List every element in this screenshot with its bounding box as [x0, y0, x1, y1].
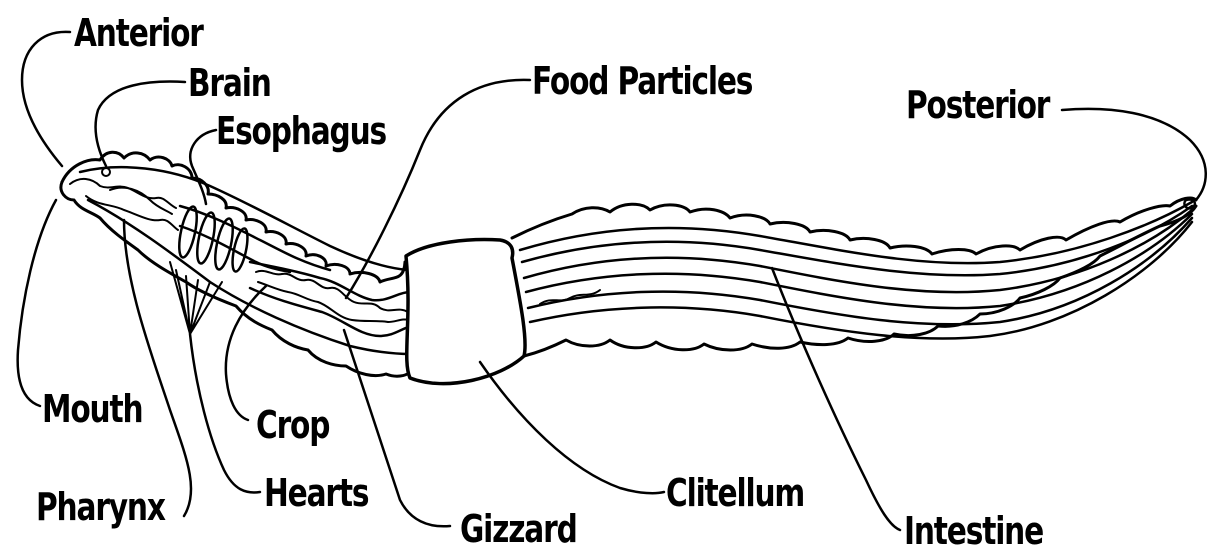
label-food-particles: Food Particles [532, 62, 752, 100]
mouth-squiggle [70, 179, 176, 208]
leader-anterior [22, 32, 70, 166]
label-hearts: Hearts [264, 474, 368, 512]
label-intestine: Intestine [904, 512, 1043, 550]
label-brain: Brain [188, 64, 271, 102]
label-clitellum: Clitellum [666, 474, 804, 512]
label-gizzard: Gizzard [460, 510, 577, 548]
leader-posterior [1062, 109, 1206, 200]
leader-crop [226, 286, 266, 420]
label-anterior: Anterior [74, 14, 203, 52]
food-particles-squiggle [256, 271, 408, 312]
leader-clitellum [480, 362, 664, 493]
label-mouth: Mouth [42, 390, 142, 428]
hearts-group [176, 205, 251, 273]
pharynx-squiggle-2 [110, 188, 172, 214]
leader-hearts [190, 334, 260, 492]
leader-mouth [18, 200, 56, 406]
label-crop: Crop [256, 406, 329, 444]
label-posterior: Posterior [906, 86, 1049, 124]
clitellum-band [406, 240, 525, 384]
label-esophagus: Esophagus [216, 112, 386, 150]
brain-dot [102, 168, 110, 176]
crop-tube-bottom [250, 288, 412, 336]
intestine-lines [520, 202, 1192, 339]
label-pharynx: Pharynx [36, 488, 165, 526]
